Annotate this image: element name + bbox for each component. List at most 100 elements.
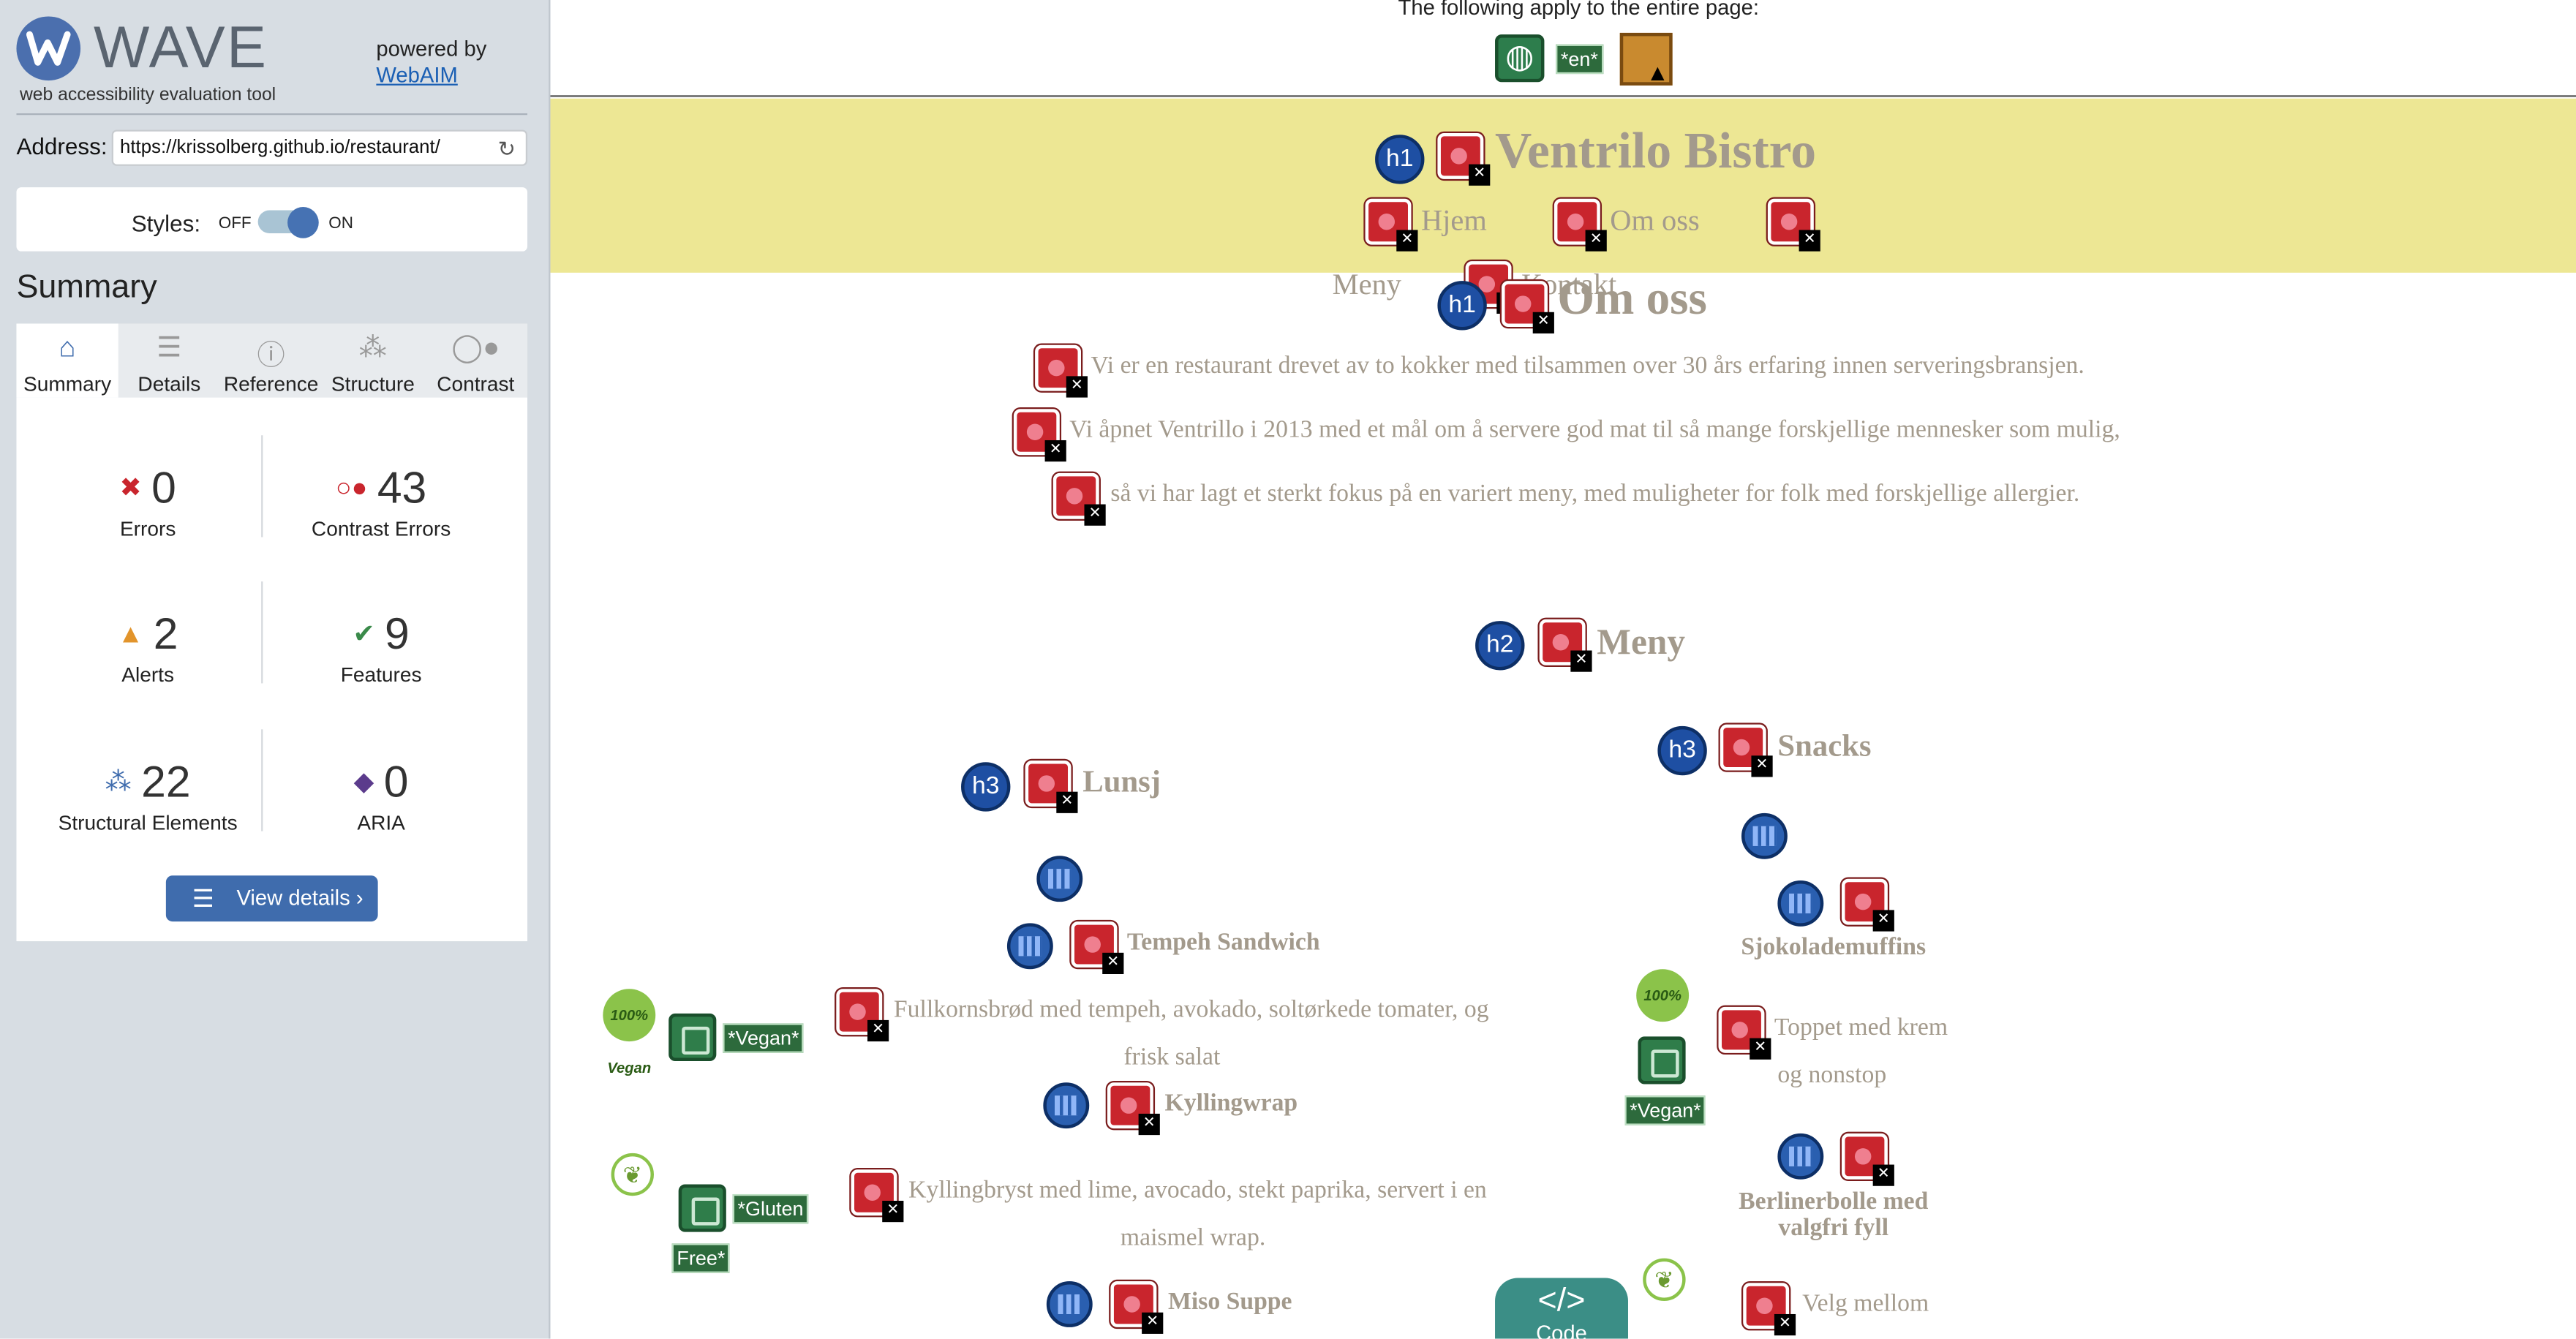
menu-item-desc: og nonstop bbox=[1777, 1063, 1887, 1090]
table-icon[interactable] bbox=[1006, 923, 1053, 970]
contrast-error-icon[interactable]: ✕ bbox=[1025, 760, 1078, 813]
contrast-icon: ◯● bbox=[451, 331, 500, 363]
wave-logo-icon bbox=[16, 16, 81, 81]
h1-badge-icon[interactable]: h1 bbox=[1437, 281, 1487, 331]
language-icon[interactable]: ◍ bbox=[1495, 34, 1545, 83]
view-details-button[interactable]: View details › bbox=[165, 875, 378, 922]
menu-item-desc: maismel wrap. bbox=[1120, 1225, 1266, 1252]
tab-details[interactable]: ☰Details bbox=[118, 324, 220, 398]
nav-om-oss[interactable]: Om oss bbox=[1610, 203, 1700, 237]
table-icon[interactable] bbox=[1777, 1133, 1824, 1180]
alt-text-label[interactable]: *Gluten bbox=[732, 1193, 809, 1224]
contrast-error-icon[interactable]: ✕ bbox=[1743, 1283, 1796, 1336]
page-wide-text: The following apply to the entire page: bbox=[1398, 0, 1760, 20]
powered-by-text: powered by bbox=[376, 36, 487, 61]
table-icon[interactable] bbox=[1036, 856, 1083, 902]
list-icon: ☰ bbox=[192, 885, 215, 913]
contrast-error-icon[interactable]: ✕ bbox=[1052, 472, 1106, 526]
divider bbox=[261, 581, 263, 684]
contrast-error-icon[interactable]: ✕ bbox=[1841, 1133, 1894, 1186]
contrast-error-icon[interactable]: ✕ bbox=[1718, 1006, 1771, 1060]
contrast-error-icon[interactable]: ✕ bbox=[1767, 198, 1820, 252]
table-icon[interactable] bbox=[1046, 1281, 1093, 1327]
contrast-error-icon[interactable]: ✕ bbox=[1437, 132, 1491, 186]
menu-item-desc: Fullkornsbrød med tempeh, avokado, soltø… bbox=[893, 997, 1489, 1024]
code-icon: </> bbox=[1537, 1283, 1586, 1319]
vegan-badge: 100% Vegan bbox=[1636, 969, 1690, 1056]
nav-meny[interactable]: Meny bbox=[1332, 268, 1402, 301]
divider bbox=[261, 729, 263, 831]
nav-hjem[interactable]: Hjem bbox=[1420, 203, 1487, 237]
lang-label[interactable]: *en* bbox=[1556, 44, 1603, 75]
menu-item-name: valgfri fyll bbox=[1778, 1215, 1889, 1242]
error-icon: ✖ bbox=[119, 475, 142, 503]
h3-badge-icon[interactable]: h3 bbox=[1657, 725, 1707, 776]
menu-item-desc: Velg mellom bbox=[1802, 1291, 1929, 1318]
tab-structure[interactable]: ⁂Structure bbox=[322, 324, 423, 398]
contrast-error-icon[interactable]: ✕ bbox=[1365, 198, 1418, 252]
about-line: så vi har lagt et sterkt fokus på en var… bbox=[1110, 481, 2080, 508]
table-icon[interactable] bbox=[1741, 812, 1788, 859]
about-line: Vi er en restaurant drevet av to kokker … bbox=[1091, 352, 2084, 380]
home-icon: ⌂ bbox=[59, 331, 76, 363]
gluten-free-badge: ❦ bbox=[1643, 1258, 1686, 1301]
alt-text-label[interactable]: Free* bbox=[671, 1243, 731, 1273]
structure-icon: ⁂ bbox=[105, 769, 132, 797]
h2-badge-icon[interactable]: h2 bbox=[1475, 621, 1525, 671]
contrast-error-icon[interactable]: ✕ bbox=[836, 989, 889, 1042]
image-alt-icon[interactable] bbox=[669, 1013, 717, 1062]
h3-badge-icon[interactable]: h3 bbox=[961, 762, 1011, 812]
summary-panel bbox=[16, 397, 528, 942]
list-icon: ☰ bbox=[157, 331, 182, 363]
tab-contrast[interactable]: ◯●Contrast bbox=[424, 324, 528, 398]
divider bbox=[16, 113, 528, 116]
table-icon[interactable] bbox=[1043, 1082, 1090, 1129]
aria-icon: ◆ bbox=[353, 769, 374, 797]
styles-on-label: ON bbox=[328, 215, 353, 233]
alt-text-label[interactable]: *Vegan* bbox=[1624, 1095, 1706, 1125]
code-button[interactable]: </> Code bbox=[1495, 1278, 1628, 1339]
contrast-error-icon[interactable]: ✕ bbox=[1110, 1281, 1164, 1334]
address-label: Address: bbox=[16, 132, 108, 159]
contrast-error-icon[interactable]: ✕ bbox=[1720, 724, 1773, 777]
contrast-error-icon[interactable]: ✕ bbox=[1013, 409, 1066, 462]
contrast-error-icon[interactable]: ✕ bbox=[1502, 281, 1554, 333]
image-alt-icon[interactable] bbox=[1638, 1036, 1686, 1085]
info-icon: ⓘ bbox=[257, 339, 285, 371]
styles-toggle-knob[interactable] bbox=[287, 207, 319, 238]
tab-summary[interactable]: ⌂Summary bbox=[16, 323, 118, 398]
contrast-error-icon[interactable]: ✕ bbox=[1841, 878, 1894, 932]
gluten-free-badge: ❦ bbox=[611, 1153, 654, 1196]
menu-item-name: Tempeh Sandwich bbox=[1126, 929, 1320, 957]
lunch-heading: Lunsj bbox=[1082, 765, 1161, 800]
snacks-heading: Snacks bbox=[1777, 729, 1872, 764]
contrast-error-icon[interactable]: ✕ bbox=[1553, 198, 1607, 252]
image-alt-icon[interactable] bbox=[678, 1184, 726, 1232]
menu-item-name: Berlinerbolle med bbox=[1739, 1189, 1929, 1216]
summary-title: Summary bbox=[16, 269, 157, 306]
h1-badge-icon[interactable]: h1 bbox=[1375, 135, 1425, 184]
contrast-error-icon[interactable]: ✕ bbox=[1035, 344, 1088, 398]
app-subtitle: web accessibility evaluation tool bbox=[19, 85, 276, 105]
styles-label: Styles: bbox=[131, 210, 201, 237]
warning-icon: ▲ bbox=[1646, 59, 1669, 86]
contrast-error-icon[interactable]: ✕ bbox=[1539, 619, 1592, 672]
webaim-link[interactable]: WebAIM bbox=[376, 62, 458, 88]
address-input[interactable]: https://krissolberg.github.io/restaurant… bbox=[111, 129, 528, 166]
table-icon[interactable] bbox=[1777, 880, 1824, 927]
alt-text-label[interactable]: *Vegan* bbox=[723, 1023, 805, 1053]
contrast-error-icon[interactable]: ✕ bbox=[851, 1169, 904, 1223]
contrast-error-icon[interactable]: ✕ bbox=[1071, 921, 1124, 974]
check-icon: ✔ bbox=[353, 621, 375, 649]
contrast-error-icon[interactable]: ✕ bbox=[1107, 1082, 1160, 1136]
alert-noscript-icon[interactable] bbox=[1619, 32, 1673, 86]
menu-item-desc: frisk salat bbox=[1123, 1044, 1221, 1071]
refresh-icon[interactable]: ↻ bbox=[497, 136, 516, 162]
